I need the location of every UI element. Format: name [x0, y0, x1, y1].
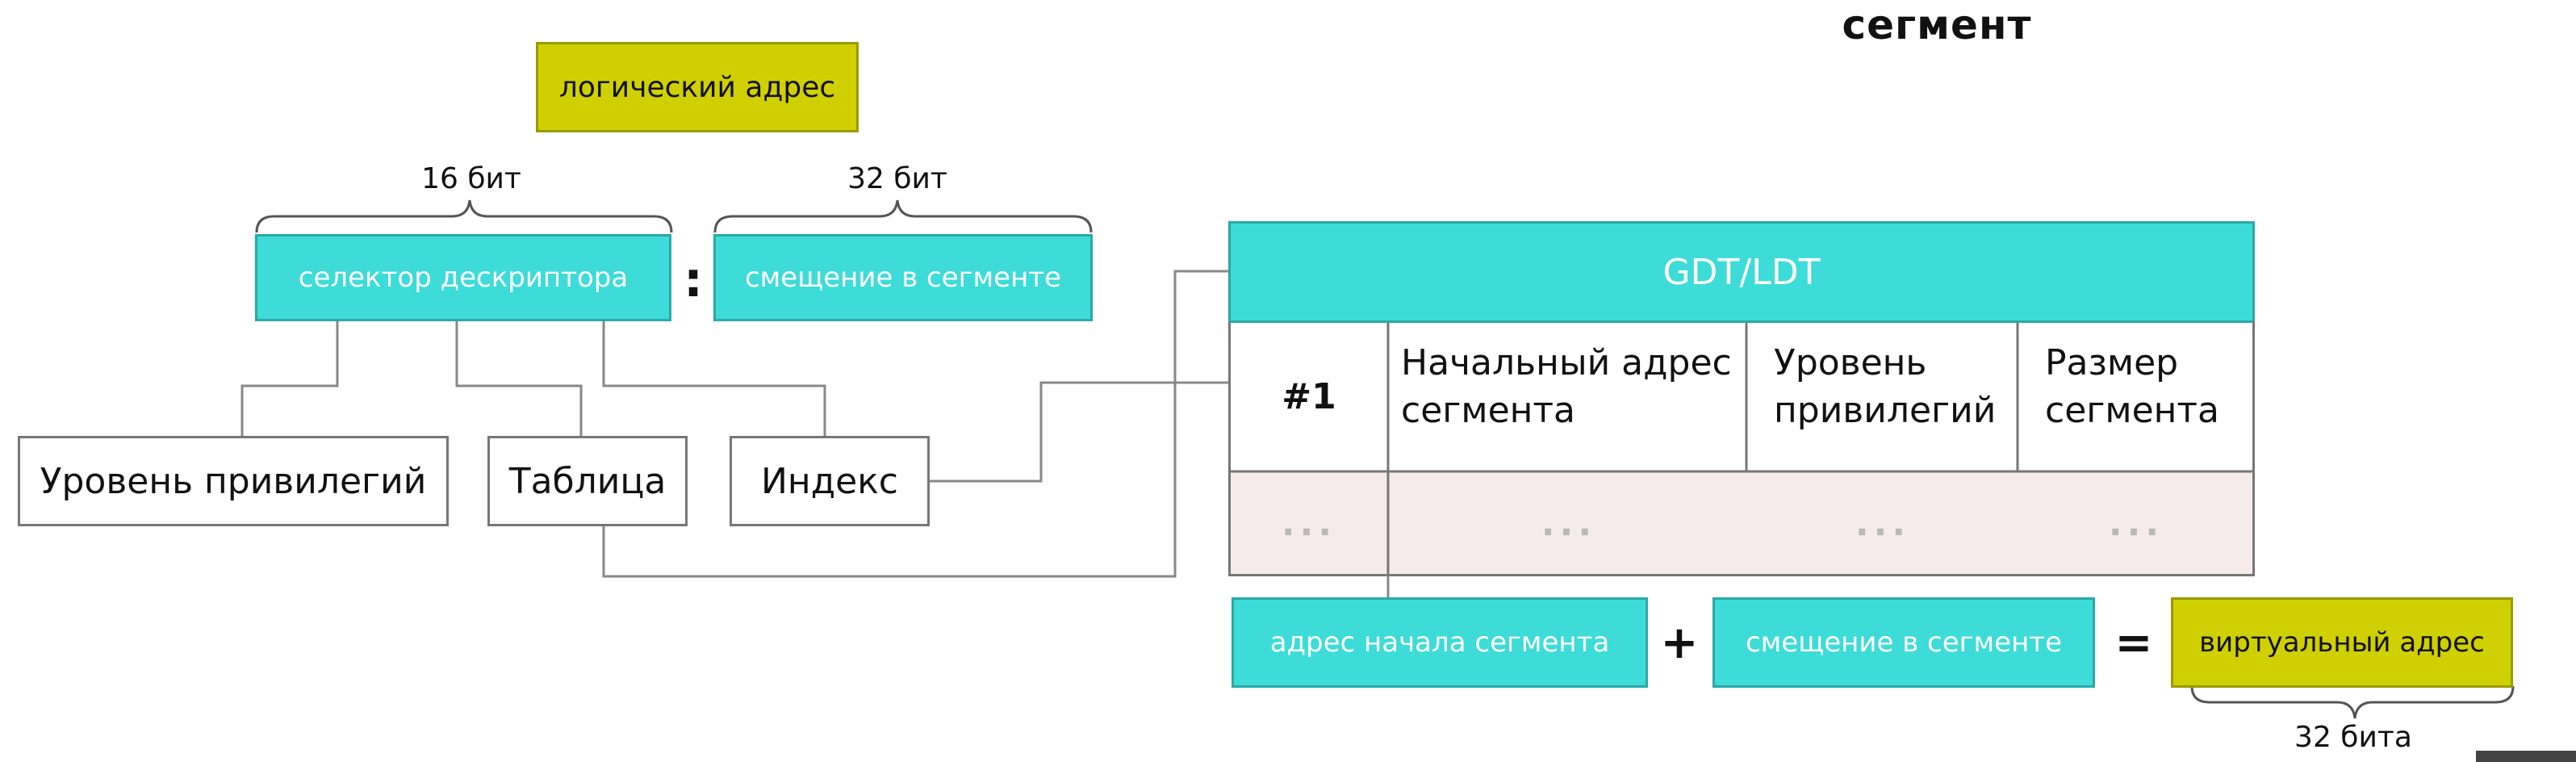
line-privilege	[240, 321, 339, 436]
table-indicator-box: Таблица	[487, 436, 688, 526]
index-box: Индекс	[730, 436, 930, 526]
corner-overlay	[2476, 751, 2576, 762]
virtual-address-bits-label: 32 бита	[2294, 720, 2412, 754]
table-ellipsis-3: ...	[1855, 502, 1911, 544]
table-cell-base-address: Начальный адрес сегмента	[1401, 342, 1732, 432]
table-cell-size: Размер сегмента	[2045, 342, 2220, 432]
table-ellipsis-2: ...	[1541, 502, 1597, 544]
formula-offset-box: смещение в сегменте	[1712, 597, 2095, 688]
table-cell-index: #1	[1282, 376, 1336, 418]
offset-bits-label: 32 бит	[847, 161, 947, 195]
logical-address-box: логический адрес	[536, 42, 859, 132]
selector-bits-label: 16 бит	[421, 161, 521, 195]
table-ellipsis-4: ...	[2108, 502, 2164, 544]
line-table	[455, 321, 583, 436]
brace-32bit	[713, 199, 1093, 233]
offset-box: смещение в сегменте	[713, 234, 1093, 321]
line-index-to-row	[930, 381, 1228, 483]
table-cell-privilege: Уровень привилегий	[1774, 342, 1997, 432]
selector-box: селектор дескриптора	[255, 234, 671, 321]
colon-separator: :	[684, 252, 703, 308]
gdt-ldt-header: GDT/LDT	[1228, 221, 2255, 323]
plus-operator: +	[1660, 616, 1699, 669]
segment-title: сегмент	[1842, 2, 2032, 48]
table-row-2-bg	[1231, 471, 2252, 574]
line-index	[602, 321, 826, 436]
segment-base-address-box: адрес начала сегмента	[1232, 597, 1648, 688]
virtual-address-box: виртуальный адрес	[2171, 597, 2513, 688]
equals-operator: =	[2114, 616, 2153, 669]
line-table-to-gdt	[602, 270, 1228, 578]
brace-16bit	[255, 199, 673, 233]
privilege-level-box: Уровень привилегий	[18, 436, 449, 526]
brace-32bits-result	[2190, 685, 2515, 719]
descriptor-table	[1228, 321, 2255, 576]
table-ellipsis-1: ...	[1281, 502, 1337, 544]
